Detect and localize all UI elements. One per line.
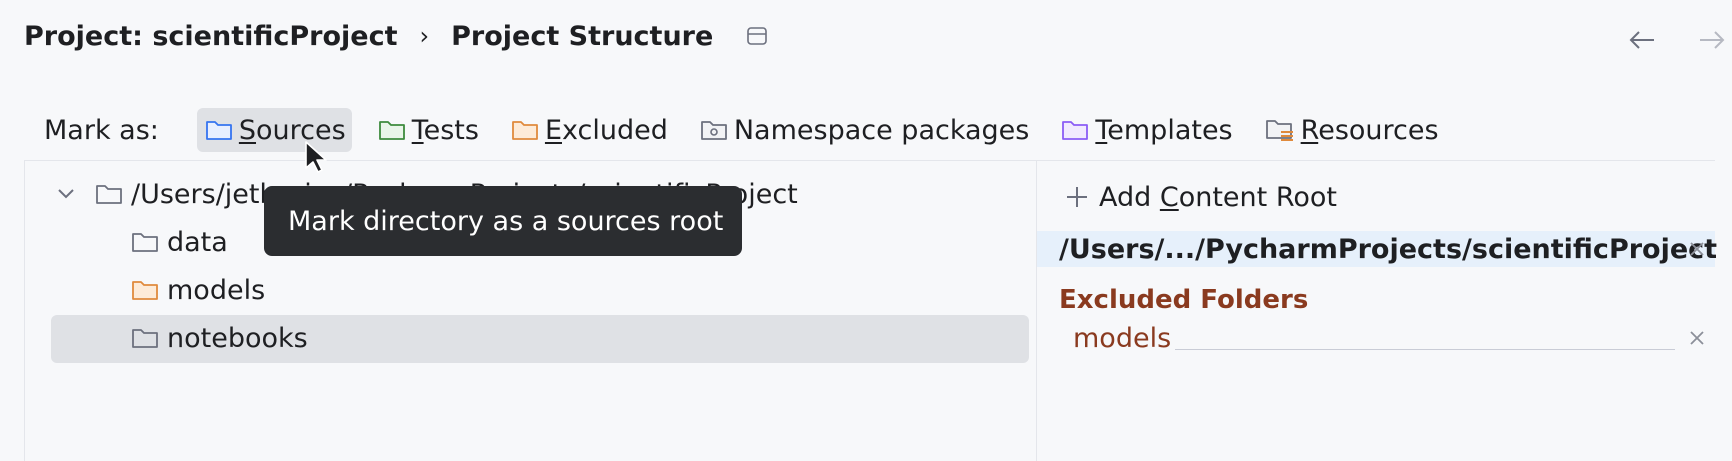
breadcrumb-separator: › — [419, 22, 430, 50]
project-title: Project: scientificProject — [24, 20, 398, 52]
namespace-folder-icon — [700, 121, 727, 140]
templates-folder-icon — [1062, 121, 1089, 140]
content-root-panel: Add Content Root /Users/.../PycharmProje… — [1036, 160, 1718, 461]
mark-namespace-packages-button[interactable]: Namespace packages — [692, 108, 1036, 152]
mark-as-label: Mark as: — [44, 114, 159, 146]
plus-icon — [1067, 187, 1087, 207]
back-arrow-icon[interactable] — [1622, 20, 1662, 60]
page-title: Project Structure — [451, 20, 714, 52]
folder-icon — [132, 329, 158, 348]
excluded-folder-label: models — [1073, 322, 1172, 354]
tests-folder-icon — [378, 121, 405, 140]
history-navigation — [1622, 20, 1732, 60]
tree-row-selection — [51, 315, 1029, 363]
mark-templates-button[interactable]: Templates — [1053, 108, 1238, 152]
add-content-root-button[interactable]: Add Content Root — [1065, 177, 1337, 217]
excluded-folder-divider — [1175, 348, 1676, 350]
tree-item-label: data — [167, 226, 228, 258]
remove-excluded-folder-close-icon[interactable] — [1685, 326, 1709, 350]
mark-as-toolbar: Mark as: Sources Tests Excluded Namespac… — [44, 106, 1463, 154]
sources-folder-icon — [205, 121, 232, 140]
forward-arrow-icon[interactable] — [1692, 20, 1732, 60]
mark-resources-button[interactable]: Resources — [1257, 108, 1445, 152]
folder-icon — [96, 185, 122, 204]
excluded-folders-title: Excluded Folders — [1059, 285, 1309, 315]
excluded-folder-row[interactable]: models — [1073, 319, 1707, 357]
tree-row-notebooks[interactable]: notebooks — [131, 315, 308, 361]
mark-tests-button[interactable]: Tests — [370, 108, 485, 152]
panel-layout-icon[interactable] — [747, 27, 768, 45]
tree-item-label: notebooks — [167, 322, 308, 354]
mark-excluded-button[interactable]: Excluded — [503, 108, 674, 152]
resources-folder-icon — [1265, 120, 1293, 141]
tree-row-models[interactable]: models — [131, 267, 265, 313]
excluded-folder-icon — [132, 281, 158, 300]
tooltip: Mark directory as a sources root — [264, 186, 742, 256]
mark-sources-button[interactable]: Sources — [196, 108, 352, 152]
mouse-cursor-icon — [305, 141, 327, 173]
tree-item-label: models — [167, 274, 266, 306]
content-root-path: /Users/.../PycharmProjects/scientificPro… — [1059, 233, 1718, 265]
chevron-down-icon[interactable] — [53, 188, 79, 200]
remove-content-root-close-icon[interactable] — [1685, 237, 1709, 261]
content-root-path-row[interactable]: /Users/.../PycharmProjects/scientificPro… — [1037, 231, 1718, 267]
folder-icon — [132, 233, 158, 252]
excluded-folder-icon — [512, 121, 538, 140]
tree-row-data[interactable]: data — [131, 219, 228, 265]
breadcrumb: Project: scientificProject › Project Str… — [24, 16, 768, 56]
